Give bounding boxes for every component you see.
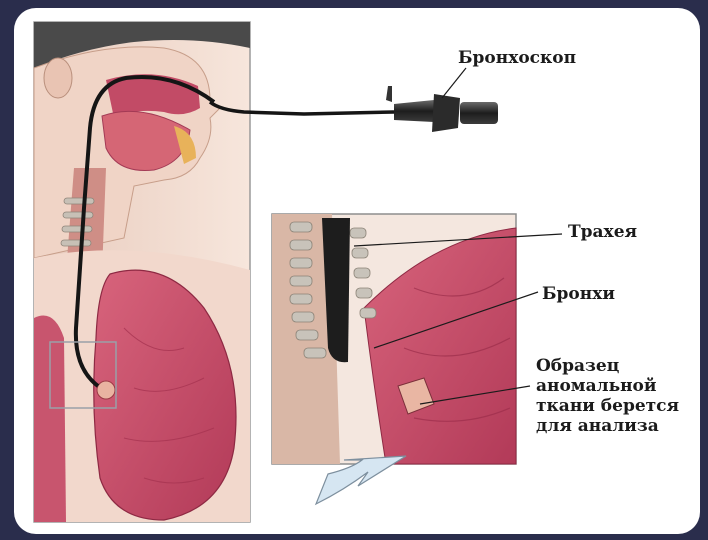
bronchoscope-instrument: [210, 68, 498, 132]
label-bronchoscope: Бронхоскоп: [458, 48, 576, 68]
scope-eyepiece: [460, 102, 498, 124]
label-trachea: Трахея: [568, 222, 637, 242]
scope-valve: [386, 86, 392, 102]
scope-handle: [432, 94, 460, 132]
leader-bronchoscope: [442, 68, 466, 98]
magnified-view: [272, 214, 562, 464]
label-bronchi: Бронхи: [542, 284, 615, 304]
bronchoscopy-illustration: [14, 8, 700, 534]
body-side-view: [34, 22, 250, 522]
scope-shaft: [394, 100, 434, 122]
lesion-spot: [97, 381, 115, 399]
diagram-card: Бронхоскоп Трахея Бронхи Образец аномаль…: [14, 8, 700, 534]
label-tissue-sample: Образец аномальной ткани берется для ана…: [536, 356, 679, 436]
ear-shape: [44, 58, 72, 98]
